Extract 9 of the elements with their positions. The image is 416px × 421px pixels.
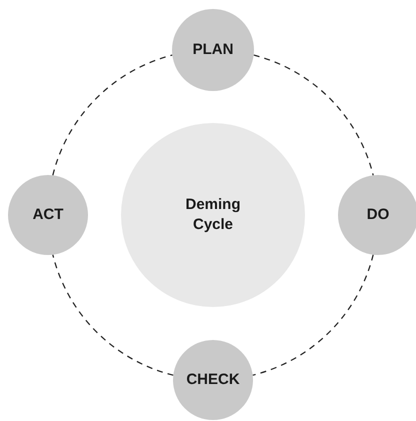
stage-label: PLAN <box>192 40 234 60</box>
dashed-connector <box>252 254 374 376</box>
dashed-connector <box>254 54 374 176</box>
dashed-connector <box>52 254 174 376</box>
center-label: Deming Cycle <box>184 195 242 235</box>
stage-label: CHECK <box>186 370 240 390</box>
dashed-connector <box>52 54 172 176</box>
stage-label: ACT <box>32 205 64 225</box>
stage-label: DO <box>366 205 390 225</box>
